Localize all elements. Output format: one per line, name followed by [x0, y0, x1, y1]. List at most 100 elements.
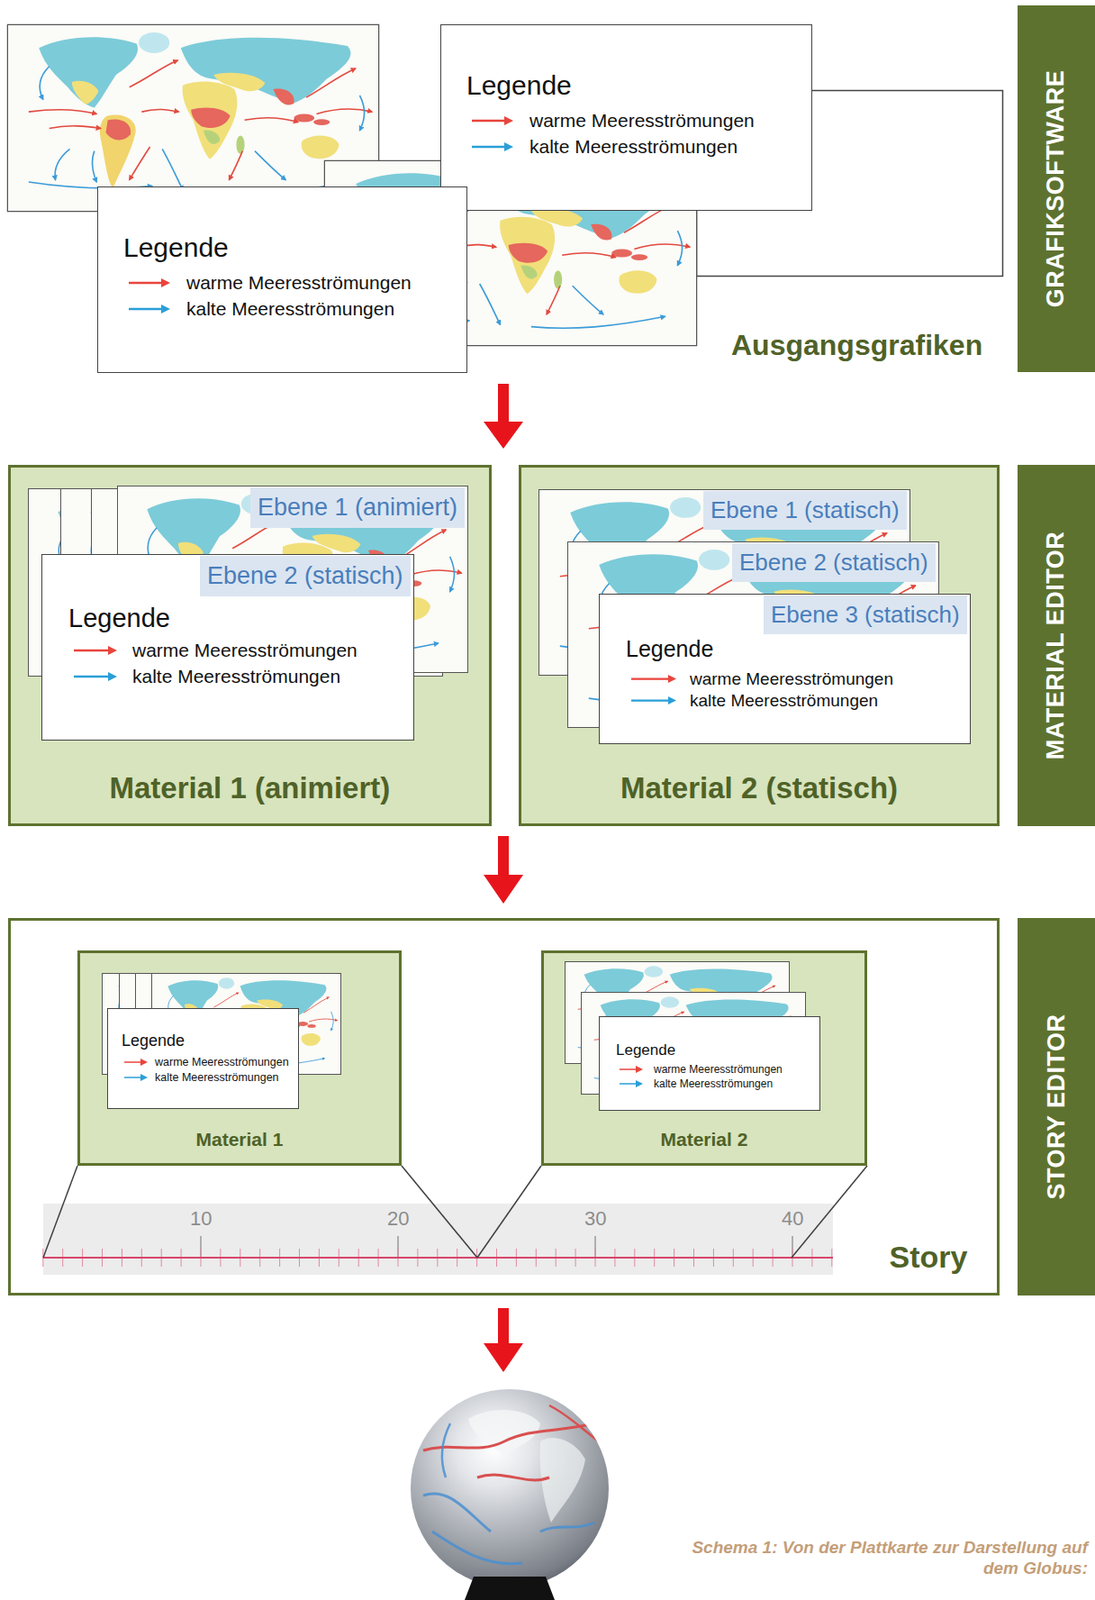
text-slot: Ausgangsgrafiken — [731, 328, 983, 362]
arrow-line — [128, 307, 163, 311]
text-slot: warme Meeresströmungen — [689, 669, 894, 689]
flow-arrow — [483, 835, 524, 904]
material-panel: Material 2 Legendewarme Meeresströmungenk… — [541, 950, 868, 1166]
leader-line — [401, 1165, 478, 1258]
illustration-part — [432, 1530, 523, 1564]
legend-entry: kalte Meeresströmungen — [653, 1076, 773, 1090]
arrow-line — [471, 119, 507, 123]
legend-entry: warme Meeresströmungen — [186, 271, 412, 294]
arrow-head — [668, 674, 677, 683]
layer-label: Ebene 3 (statisch) — [763, 595, 968, 634]
arrow-head — [161, 304, 171, 314]
text-slot: Material 1 (animiert) — [109, 770, 391, 806]
legend-entry: warme Meeresströmungen — [529, 109, 755, 132]
legend-entry: warme Meeresströmungen — [132, 639, 358, 661]
text-slot: Legende — [625, 635, 714, 662]
story-box: StoryMaterial 1Legendewarme Meeresströmu… — [8, 917, 1000, 1295]
text-slot: warme Meeresströmungen — [529, 109, 755, 132]
text-slot: kalte Meeresströmungen — [132, 665, 341, 688]
layer-label: Ebene 1 (statisch) — [703, 490, 907, 530]
arrow-head — [635, 1079, 643, 1087]
arrow-line — [471, 145, 507, 149]
legend-entry: kalte Meeresströmungen — [132, 665, 341, 688]
legend-arrow — [471, 115, 514, 127]
arrow-head — [668, 696, 677, 705]
legend-card: Legendewarme Meeresströmungenkalte Meere… — [598, 1015, 821, 1111]
text-slot: warme Meeresströmungen — [154, 1055, 290, 1068]
legend-entry: kalte Meeresströmungen — [689, 690, 878, 711]
section-label: Ausgangsgrafiken — [731, 328, 983, 362]
text-slot: Material 2 (statisch) — [620, 770, 898, 806]
text-slot: Material 2 — [660, 1128, 749, 1150]
legend-arrow — [631, 673, 677, 684]
world-map — [8, 25, 379, 211]
arrow-head — [161, 278, 171, 288]
material-title: Material 2 (statisch) — [620, 770, 898, 806]
legend-heading: Legende — [466, 70, 572, 101]
legend-arrow — [619, 1078, 643, 1088]
legend-entry: warme Meeresströmungen — [154, 1055, 290, 1068]
text-slot: Ebene 3 (statisch) — [763, 595, 968, 634]
illustration-part — [423, 1493, 491, 1531]
legend-entry: kalte Meeresströmungen — [529, 135, 738, 158]
arrow-head — [504, 116, 514, 126]
arrow-head — [108, 645, 118, 655]
arrow-head — [635, 1065, 643, 1073]
legend-arrow — [124, 1057, 148, 1067]
text-slot: Ebene 1 (animiert) — [250, 487, 465, 528]
timeline-number: 40 — [781, 1206, 804, 1231]
arrow-line — [631, 678, 670, 680]
arrow-line — [124, 1060, 143, 1063]
text-slot: kalte Meeresströmungen — [689, 690, 878, 711]
legend-entry: warme Meeresströmungen — [689, 669, 894, 689]
material-panel: Material 1 Legende warme Meeresströmungen k… — [77, 950, 402, 1166]
material-panel: Material 1 (animiert) Ebene 1 (animiert) E… — [8, 464, 492, 826]
material-title: Material 1 (animiert) — [109, 770, 391, 806]
text-slot: Story — [889, 1239, 969, 1275]
band-label: GRAFIKSOFTWARE — [1041, 70, 1070, 308]
arrow-line — [73, 649, 110, 652]
illustration-part — [540, 1437, 586, 1522]
text-slot: warme Meeresströmungen — [653, 1062, 783, 1076]
flow-arrow — [483, 1307, 524, 1372]
legend-heading: Legende — [625, 635, 714, 662]
text-slot: Legende — [121, 1031, 185, 1050]
text-slot: 30 — [584, 1206, 607, 1231]
legend-arrow — [619, 1064, 643, 1074]
story-title: Story — [889, 1239, 969, 1275]
legend-arrow — [73, 670, 118, 682]
arrow-line — [619, 1067, 638, 1070]
arrow-head — [504, 142, 514, 152]
legend-entry: warme Meeresströmungen — [653, 1062, 783, 1076]
legend-card: Legende warme Meeresströmungen kalte Meere… — [440, 24, 813, 211]
text-slot: kalte Meeresströmungen — [154, 1070, 280, 1084]
legend-card: Ebene 3 (statisch) Legende warme Meeresstr… — [598, 593, 971, 744]
text-slot: Legende — [466, 70, 572, 101]
timeline-number: 30 — [584, 1206, 607, 1231]
legend-card: Ebene 2 (statisch)Legendewarme Meeresstr… — [41, 553, 415, 741]
layer-label: Ebene 1 (animiert) — [250, 487, 465, 528]
timeline-line — [43, 1256, 833, 1258]
text-slot: kalte Meeresströmungen — [186, 298, 395, 320]
material-panel: Material 2 (statisch) Ebene 1 (statisch) E… — [518, 464, 1000, 826]
text-slot: GRAFIKSOFTWARE — [937, 174, 1095, 203]
legend-heading: Legende — [121, 1031, 185, 1050]
text-slot: 20 — [387, 1206, 409, 1231]
text-slot: 40 — [781, 1206, 804, 1231]
leader-line — [43, 1165, 78, 1258]
legend-arrow — [128, 277, 171, 289]
legend-arrow — [73, 644, 118, 656]
arrow-head — [108, 671, 118, 681]
material-title: Material 2 — [660, 1128, 749, 1150]
illustration-part — [477, 1474, 550, 1480]
text-slot: MATERIAL EDITOR — [941, 631, 1095, 660]
illustration-part — [442, 1422, 451, 1477]
legend-arrow — [471, 141, 514, 153]
text-slot: STORY EDITOR — [963, 1092, 1095, 1121]
text-slot: Ebene 1 (statisch) — [703, 490, 907, 530]
legend-entry: kalte Meeresströmungen — [154, 1070, 280, 1084]
layer-label: Ebene 2 (statisch) — [732, 542, 936, 582]
text-slot: Material 1 — [196, 1128, 284, 1150]
arrow-line — [73, 675, 110, 679]
